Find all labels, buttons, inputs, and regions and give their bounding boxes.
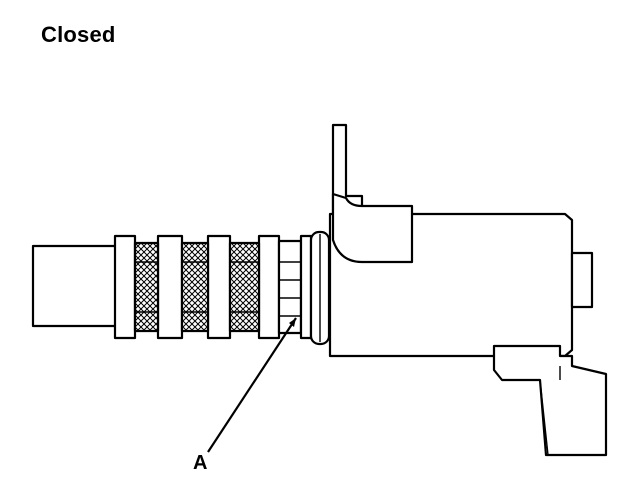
bracket-bend — [331, 192, 414, 264]
connector-edge-lines — [539, 366, 561, 456]
callout-label-a: A — [193, 452, 208, 474]
electrical-connector — [492, 344, 608, 457]
screen-filters — [133, 241, 261, 333]
inlet-tube — [31, 244, 119, 328]
callout-leader-line — [207, 317, 297, 453]
callout-arrowhead — [289, 318, 296, 327]
rear-cap — [570, 251, 594, 309]
oil-ports — [277, 234, 313, 340]
diagram-title: Closed — [41, 22, 116, 47]
spool-flanges — [113, 234, 281, 340]
